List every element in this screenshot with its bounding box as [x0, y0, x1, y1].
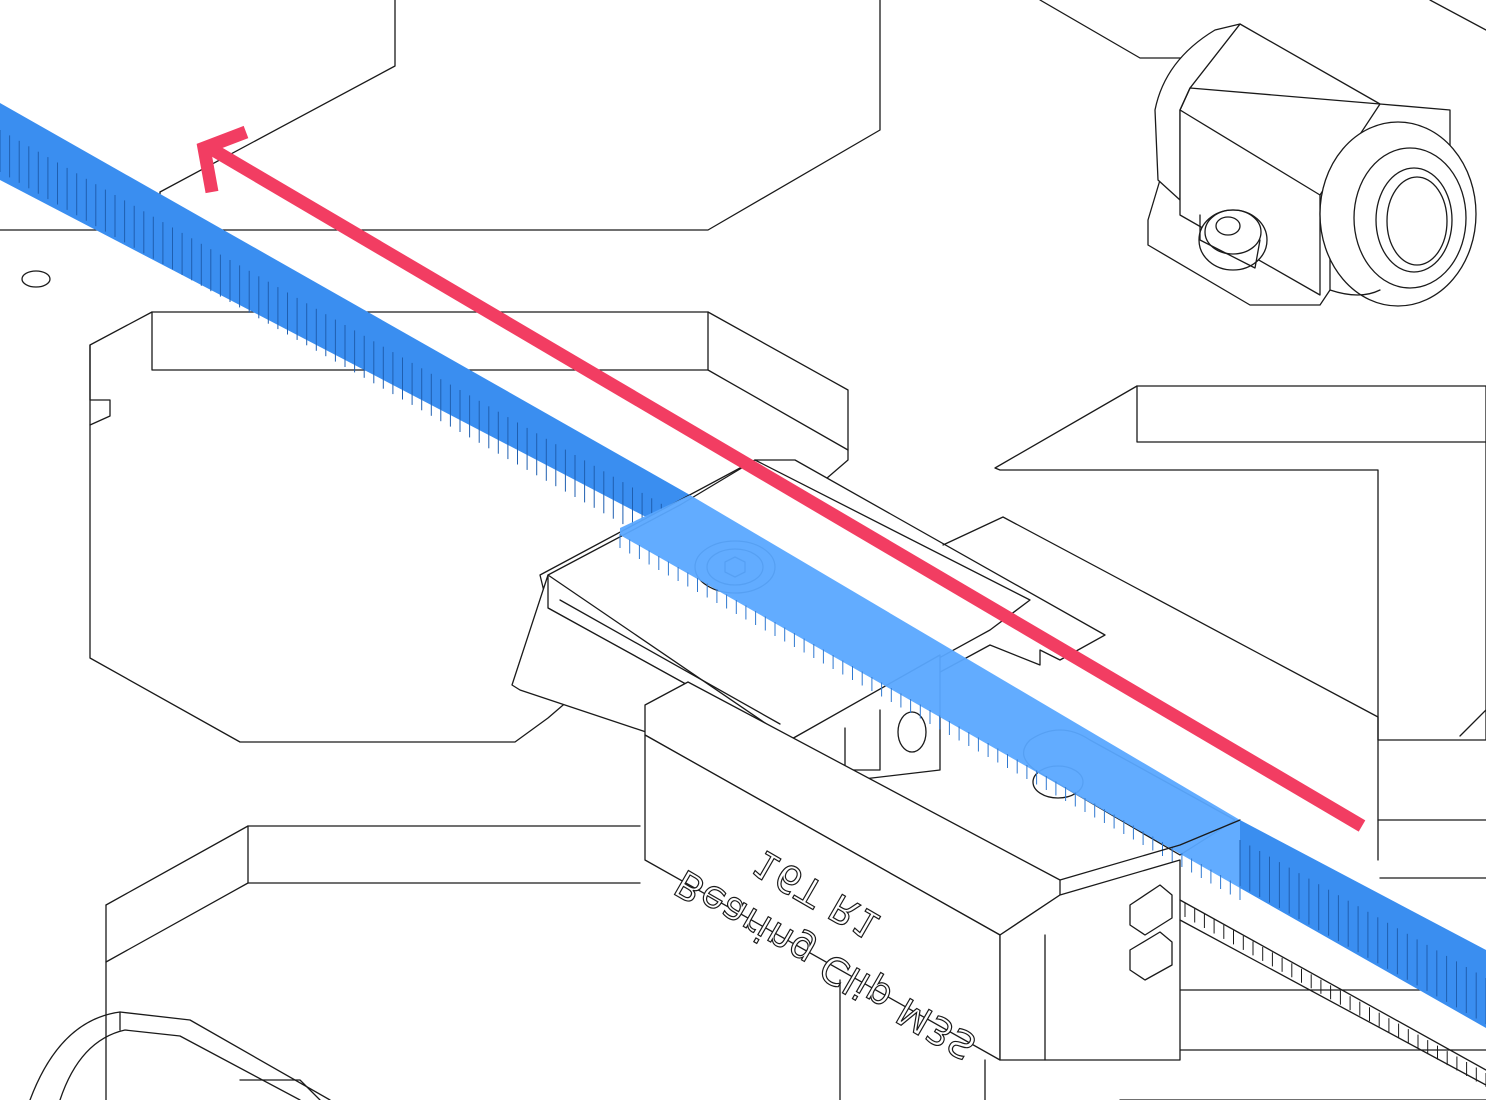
pillow-block-bearing: [1147, 23, 1477, 307]
belt-overlay: [619, 495, 1241, 900]
belt-teeth-middle: [619, 534, 1241, 900]
belt-segment-lower: [1240, 820, 1486, 1028]
bearing-clip-block: Bearing Clip M3S 16T R1: [644, 681, 1241, 1070]
direction-arrow-icon: [196, 125, 1366, 832]
belt-teeth-return: [1184, 903, 1486, 1087]
belt-teeth-lower: [1239, 840, 1486, 1024]
timing-belt-right: [1179, 820, 1486, 1087]
belt-segment-middle: [620, 495, 1240, 888]
